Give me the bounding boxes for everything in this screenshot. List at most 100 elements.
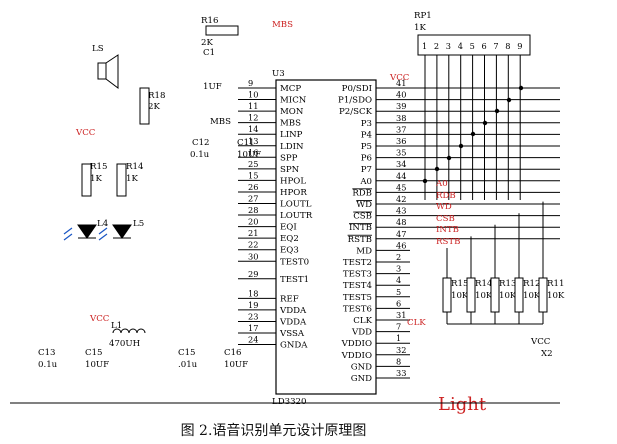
right-pin-label: P0/SDI (342, 84, 372, 94)
right-pin-number: 5 (396, 287, 401, 297)
c16-designator: C16 (224, 348, 242, 358)
left-pin-label: MCP (280, 84, 301, 94)
left-pin-label: MON (280, 107, 304, 117)
c13-value: 0.1u (38, 360, 58, 370)
vcc-ref-label: VCC (89, 314, 110, 324)
c16-value: 10UF (224, 360, 248, 370)
right-pin-number: 42 (396, 194, 406, 204)
left-pin-number: 24 (248, 335, 258, 345)
junction-dot (518, 85, 524, 91)
left-pin-label: VDDA (279, 306, 307, 316)
r15-designator: R15 (90, 162, 107, 172)
right-pin-number: 43 (396, 206, 406, 216)
left-pin-number: 25 (248, 159, 258, 169)
right-pin-label: INTB (349, 223, 372, 233)
left-pin-number: 12 (248, 113, 258, 123)
c12-value: 0.1u (190, 150, 210, 160)
left-pin-number: 11 (248, 101, 258, 111)
pullup-resistor (514, 277, 524, 313)
left-pin-label: GNDA (280, 341, 308, 351)
left-pin-label: EQI (280, 223, 297, 233)
led-l5-rays (98, 227, 108, 241)
pullup-designator: R15 (451, 279, 468, 289)
right-pin-label: VDDIO (341, 351, 372, 361)
right-pin-label: TEST6 (343, 304, 372, 314)
left-pin-number: 30 (248, 251, 258, 261)
pullup-value: 10K (547, 291, 565, 301)
right-pin-label: RSTB (348, 235, 372, 245)
left-pin-label: LOUTR (280, 211, 313, 221)
left-pin-number: 10 (248, 90, 258, 100)
pullup-value: 10K (499, 291, 517, 301)
rp1-pin-number: 9 (517, 41, 522, 51)
figure-caption: 图 2.语音识别单元设计原理图 (180, 423, 367, 439)
left-pin-number: 13 (248, 136, 258, 146)
rp1-pin-number: 1 (422, 41, 427, 51)
speaker-icon (97, 62, 107, 80)
right-pin-number: 37 (396, 124, 406, 134)
l5-designator: L5 (133, 219, 144, 229)
right-pin-label: RDB (352, 188, 372, 198)
signal-wd: WD (436, 202, 452, 212)
u3-designator: U3 (272, 69, 285, 79)
right-pin-label: TEST5 (343, 293, 372, 303)
vcc-led-label: VCC (75, 128, 96, 138)
signal-mbs-top: MBS (272, 20, 293, 30)
left-pin-label: SPN (280, 165, 300, 175)
c11-value: 10UF (237, 150, 261, 160)
left-pin-number: 28 (248, 205, 258, 215)
ls-designator: LS (92, 44, 104, 54)
right-pin-label: VDD (351, 328, 372, 338)
signal-csb: CSB (436, 214, 455, 224)
right-pin-label: P2/SCK (339, 107, 373, 117)
left-pin-number: 21 (248, 228, 258, 238)
pullup-designator: R13 (499, 279, 516, 289)
left-pin-label: REF (280, 294, 299, 304)
left-pin-number: 9 (248, 78, 253, 88)
signal-intb: INTB (436, 225, 459, 235)
right-pin-label: TEST2 (343, 258, 372, 268)
signal-rdb: RDB (436, 191, 456, 201)
right-pin-label: TEST3 (343, 270, 372, 280)
r14-designator: R14 (126, 162, 144, 172)
right-pin-number: 34 (396, 159, 406, 169)
left-pin-number: 18 (248, 288, 258, 298)
pullup-value: 10K (475, 291, 493, 301)
pullup-resistor (442, 277, 452, 313)
left-pin-number: 20 (248, 217, 258, 227)
c15a-designator: C15 (85, 348, 103, 358)
right-pin-number: 47 (396, 229, 406, 239)
right-pin-label: TEST4 (343, 281, 373, 291)
signal-rstb: RSTB (436, 237, 460, 247)
left-pin-label: LINP (280, 130, 303, 140)
r14-resistor (116, 163, 127, 197)
r18-value: 2K (148, 102, 160, 112)
r14-value: 1K (126, 174, 138, 184)
right-pin-number: 44 (396, 171, 406, 181)
left-pin-number: 29 (248, 269, 258, 279)
l4-designator: L4 (97, 219, 109, 229)
c12-designator: C12 (192, 138, 210, 148)
led-l4-rays (63, 227, 73, 241)
right-pin-label: P6 (361, 154, 372, 164)
right-pin-number: 40 (396, 90, 406, 100)
rp1-value: 1K (414, 23, 426, 33)
r15-resistor (81, 163, 92, 197)
pullup-resistor (466, 277, 476, 313)
left-pin-number: 16 (248, 147, 258, 157)
u3-part-label: LD3320 (272, 397, 306, 407)
led-l4-icon (77, 224, 97, 239)
left-pin-number: 14 (248, 124, 258, 134)
left-pin-label: SPP (280, 153, 298, 163)
left-pin-label: VSSA (279, 329, 305, 339)
pullup-designator: R12 (523, 279, 540, 289)
rp1-pin-number: 2 (434, 41, 439, 51)
right-pin-number: 35 (396, 148, 406, 158)
right-pin-number: 32 (396, 345, 406, 355)
c15a-value: 10UF (85, 360, 109, 370)
left-pin-number: 22 (248, 240, 258, 250)
left-pin-label: EQ2 (280, 234, 299, 244)
right-pin-label: GND (351, 374, 372, 384)
left-pin-label: TEST1 (280, 275, 309, 285)
